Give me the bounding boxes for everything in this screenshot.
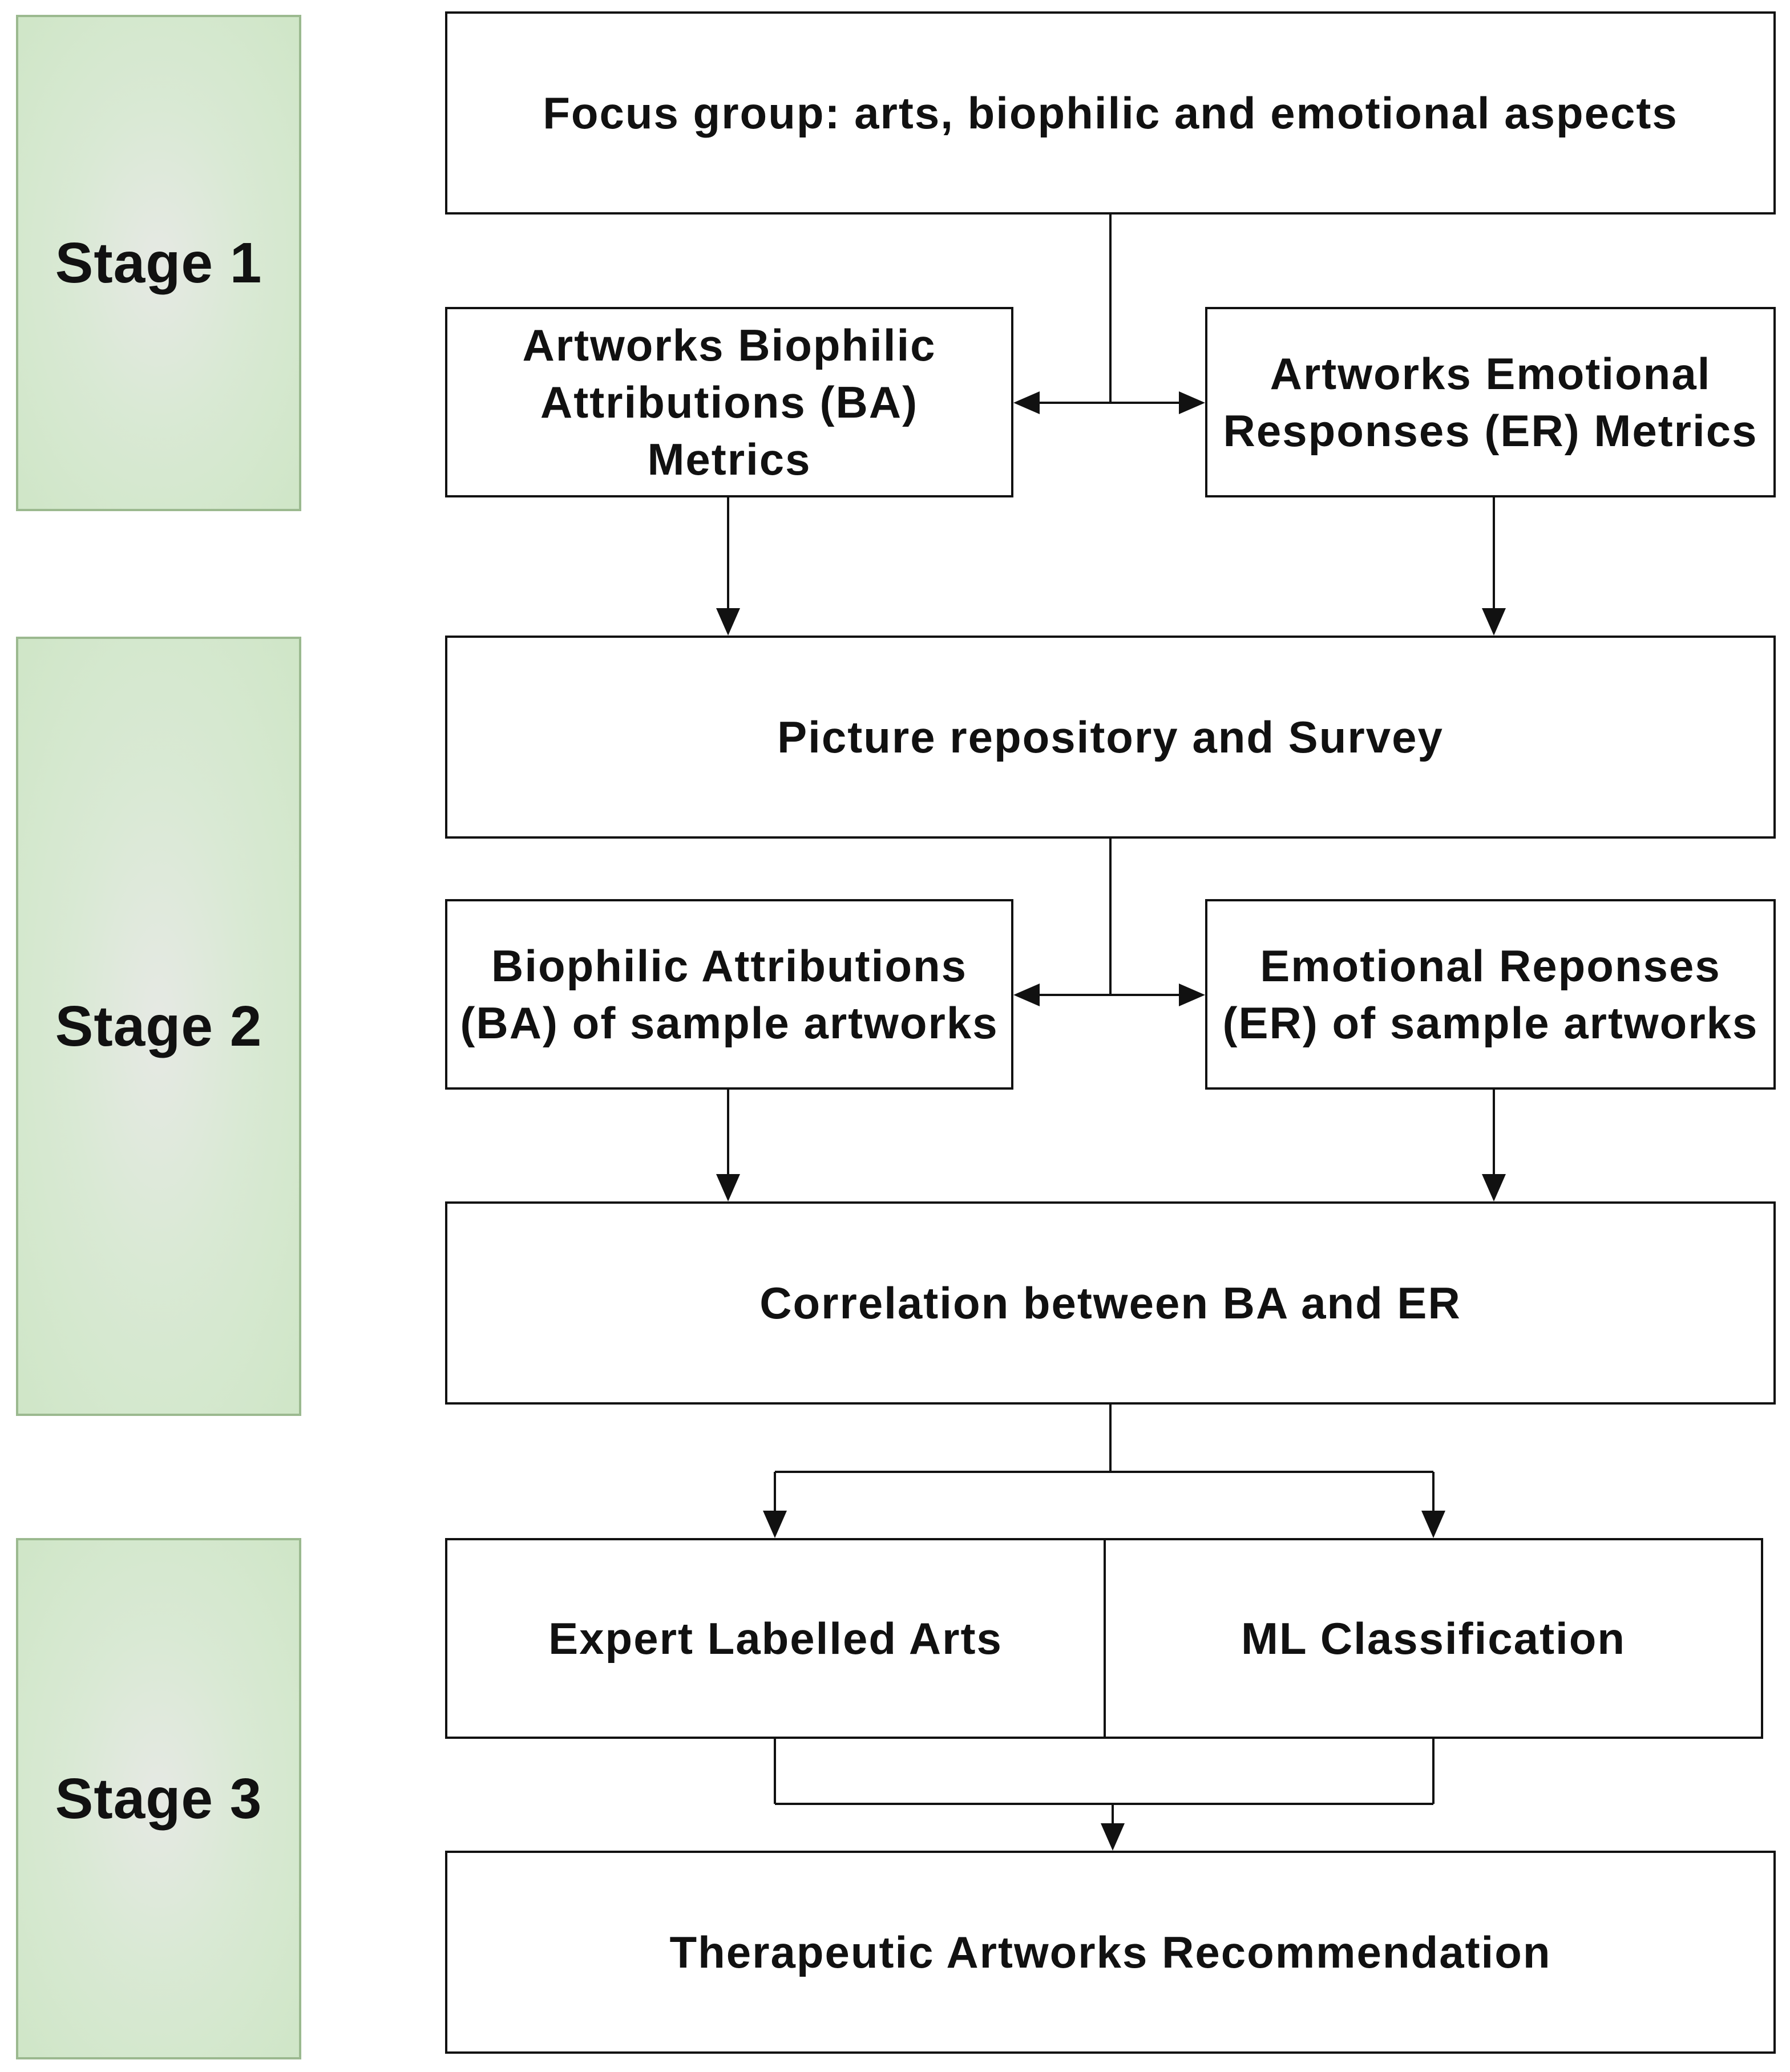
expert-labelled-box: Expert Labelled Arts bbox=[445, 1538, 1106, 1739]
picture-repository-box: Picture repository and Survey bbox=[445, 636, 1776, 839]
expert-labelled-label: Expert Labelled Arts bbox=[548, 1613, 1003, 1664]
ba-sample-box: Biophilic Attributions (BA) of sample ar… bbox=[445, 899, 1013, 1090]
arrowhead-ba-to-repository bbox=[716, 608, 740, 636]
arrowhead-to-er-sample bbox=[1179, 984, 1205, 1006]
er-sample-label: Emotional Reponses (ER) of sample artwor… bbox=[1222, 941, 1759, 1048]
arrowhead-to-er-metrics bbox=[1179, 391, 1205, 414]
arrowhead-ba-to-correlation bbox=[716, 1174, 740, 1201]
ml-classification-label: ML Classification bbox=[1241, 1613, 1626, 1664]
focus-group-box: Focus group: arts, biophilic and emotion… bbox=[445, 11, 1776, 215]
arrowhead-er-to-repository bbox=[1482, 608, 1506, 636]
ba-metrics-box: Artworks Biophilic Attributions (BA) Met… bbox=[445, 307, 1013, 497]
stage-1-label: Stage 1 bbox=[55, 230, 262, 295]
focus-group-label: Focus group: arts, biophilic and emotion… bbox=[543, 88, 1678, 138]
recommendation-label: Therapeutic Artworks Recommendation bbox=[669, 1927, 1551, 1977]
er-sample-box: Emotional Reponses (ER) of sample artwor… bbox=[1205, 899, 1776, 1090]
correlation-box: Correlation between BA and ER bbox=[445, 1201, 1776, 1405]
recommendation-box: Therapeutic Artworks Recommendation bbox=[445, 1851, 1776, 2054]
arrowhead-to-recommendation bbox=[1101, 1823, 1125, 1851]
stage-3-label: Stage 3 bbox=[55, 1766, 262, 1831]
correlation-label: Correlation between BA and ER bbox=[759, 1278, 1461, 1328]
arrowhead-to-expert-labelled bbox=[763, 1511, 787, 1538]
ml-classification-box: ML Classification bbox=[1104, 1538, 1763, 1739]
er-metrics-label: Artworks Emotional Responses (ER) Metric… bbox=[1223, 349, 1758, 456]
ba-metrics-label: Artworks Biophilic Attributions (BA) Met… bbox=[522, 320, 936, 484]
stage-2-label: Stage 2 bbox=[55, 994, 262, 1058]
picture-repository-label: Picture repository and Survey bbox=[777, 712, 1444, 762]
arrowhead-to-ba-sample bbox=[1013, 984, 1040, 1006]
ba-sample-label: Biophilic Attributions (BA) of sample ar… bbox=[460, 941, 999, 1048]
arrowhead-to-ml-classification bbox=[1421, 1511, 1445, 1538]
stage-3-panel: Stage 3 bbox=[16, 1538, 301, 2059]
arrowhead-er-to-correlation bbox=[1482, 1174, 1506, 1201]
stage-1-panel: Stage 1 bbox=[16, 15, 301, 511]
arrowhead-to-ba-metrics bbox=[1013, 391, 1040, 414]
stage-2-panel: Stage 2 bbox=[16, 637, 301, 1416]
er-metrics-box: Artworks Emotional Responses (ER) Metric… bbox=[1205, 307, 1776, 497]
